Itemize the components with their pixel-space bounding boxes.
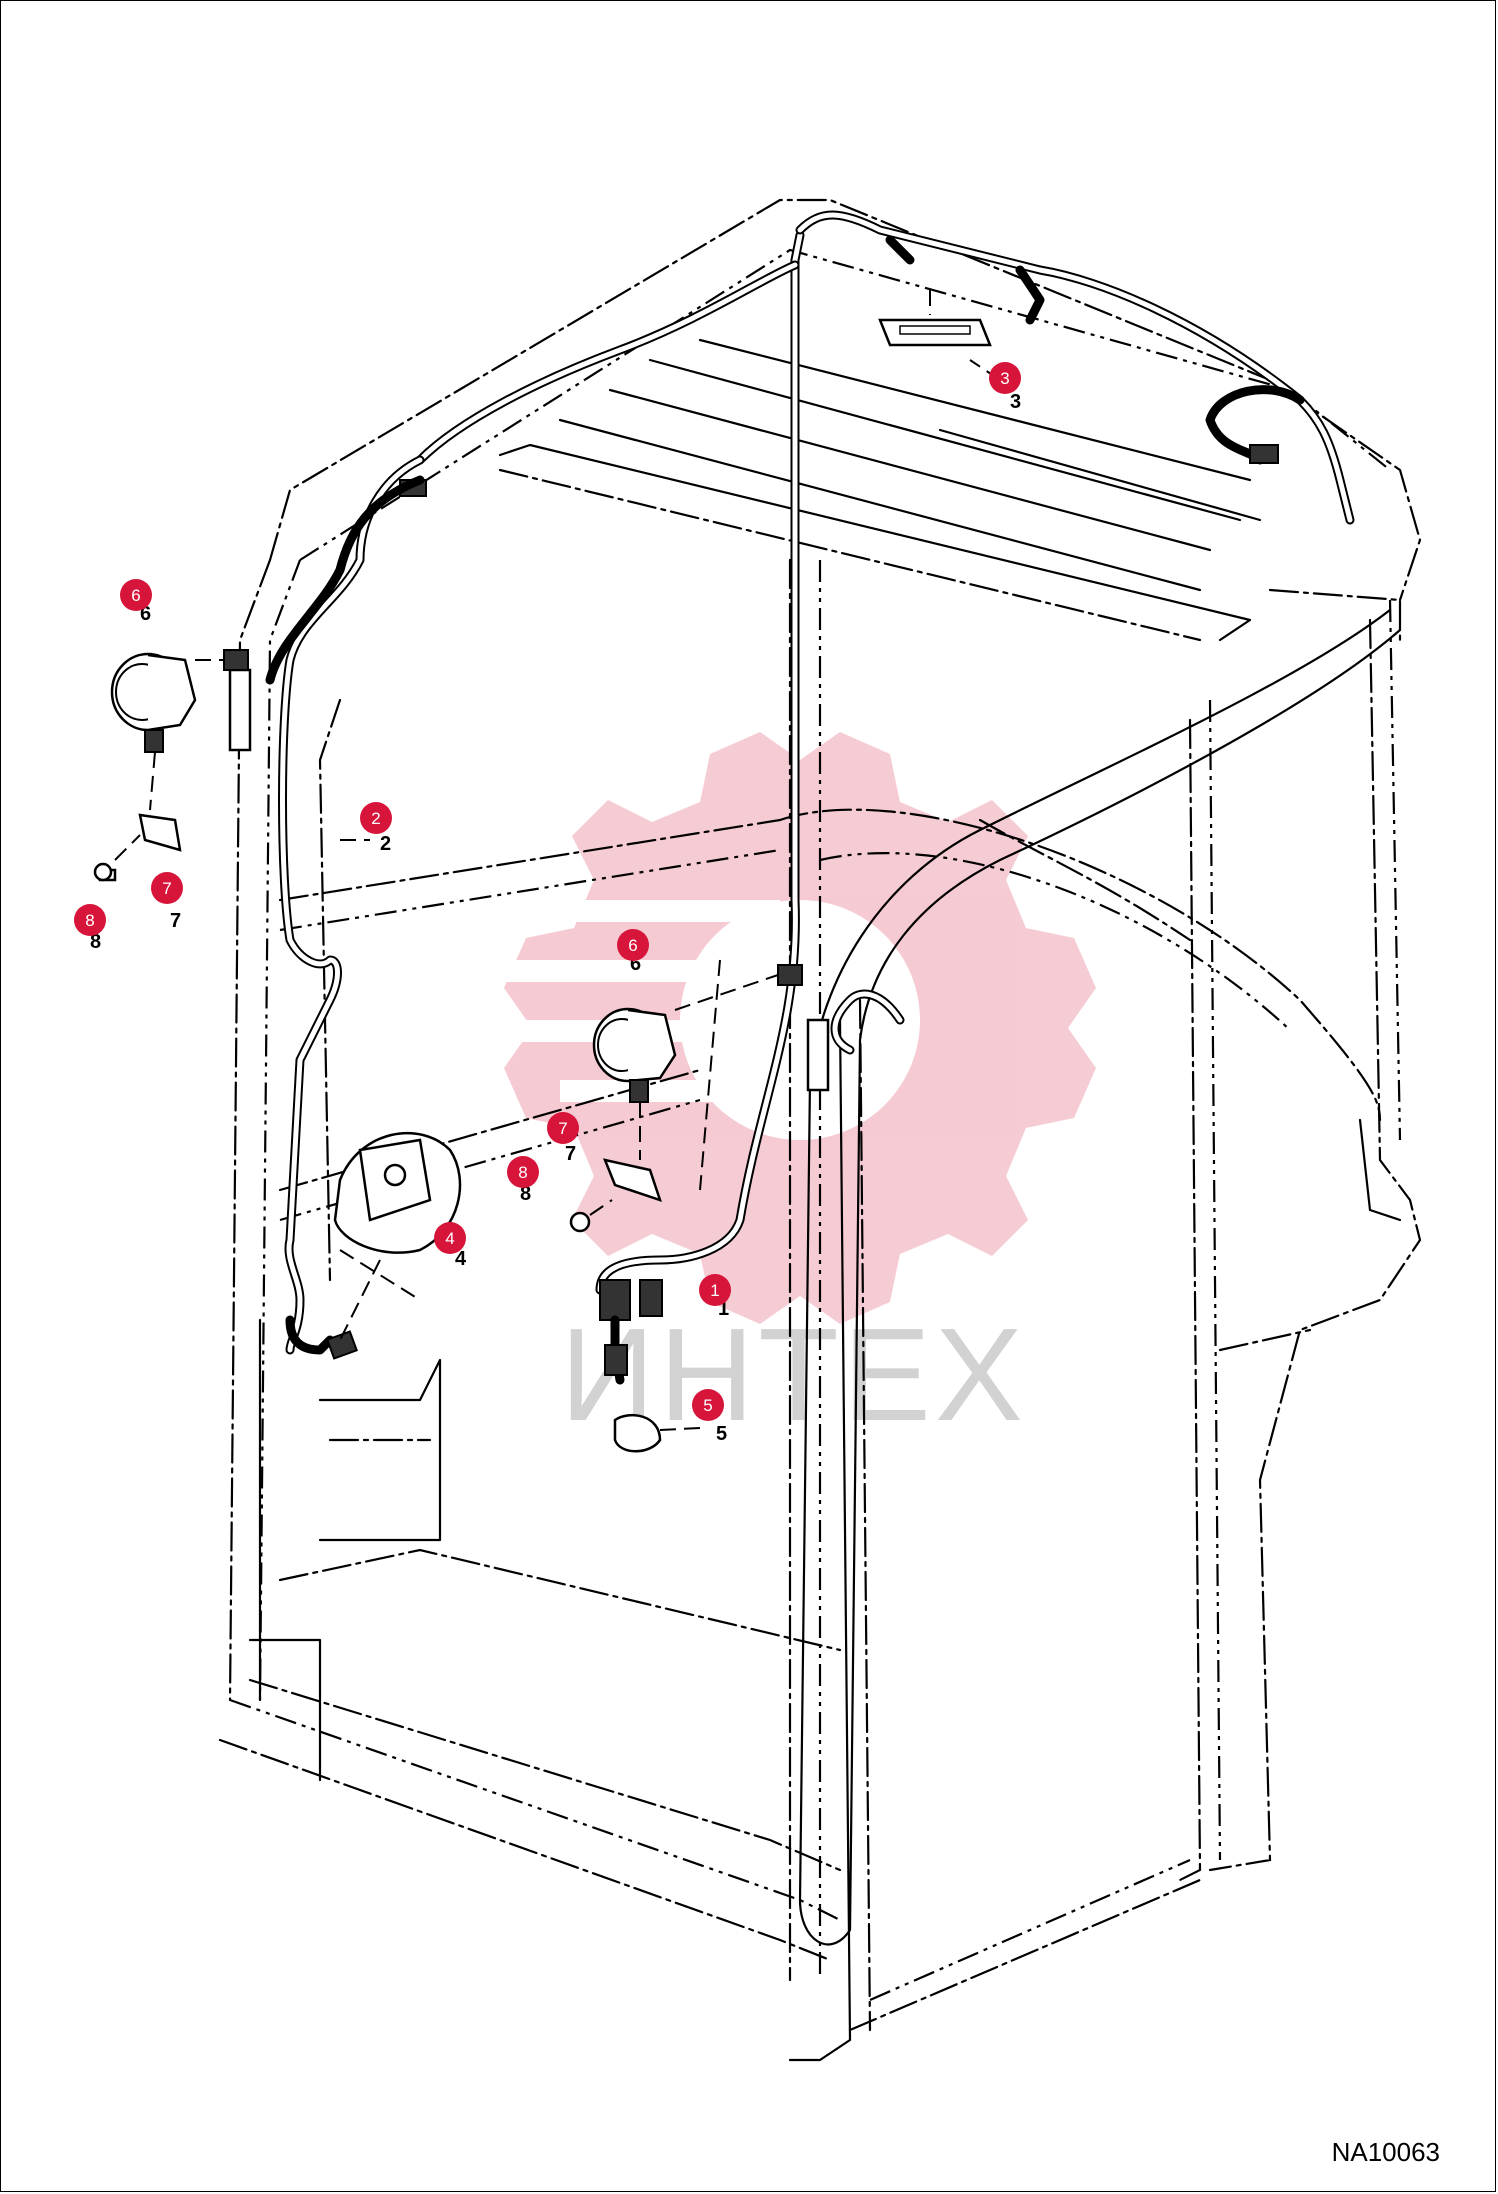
svg-text:1: 1 [718,1298,729,1320]
svg-text:8: 8 [520,1183,531,1205]
svg-text:3: 3 [1010,391,1021,413]
connector-5 [599,1279,701,1453]
small-numbers: 6 2 3 6 7 8 7 8 4 5 1 [90,391,1021,1445]
cab-roll-tube [798,608,1402,1946]
svg-text:6: 6 [131,586,140,605]
callout-7-right[interactable]: 7 [547,1112,579,1144]
front-harness [265,455,427,1360]
callout-5[interactable]: 5 [692,1389,724,1421]
svg-text:2: 2 [380,833,391,855]
svg-text:8: 8 [85,911,94,930]
svg-text:1: 1 [710,1281,719,1300]
svg-text:5: 5 [716,1423,727,1445]
callout-8-right[interactable]: 8 [507,1156,539,1188]
svg-text:4: 4 [455,1248,467,1270]
work-light-left [93,649,252,882]
svg-text:7: 7 [565,1143,576,1165]
callout-6-right[interactable]: 6 [617,929,649,961]
dome-light [878,290,992,347]
cab-rear-window [778,808,1382,1122]
callout-leaders [340,359,1001,841]
svg-text:8: 8 [518,1163,527,1182]
svg-text:8: 8 [90,931,101,953]
callout-4[interactable]: 4 [434,1222,466,1254]
svg-text:7: 7 [170,910,181,932]
callout-8-left[interactable]: 8 [74,904,106,936]
callout-1[interactable]: 1 [699,1274,731,1306]
svg-text:7: 7 [558,1119,567,1138]
svg-text:3: 3 [1000,369,1009,388]
svg-text:2: 2 [371,809,380,828]
callout-2[interactable]: 2 [360,802,392,834]
work-light-right [569,959,830,1233]
callout-3[interactable]: 3 [989,362,1021,394]
cab-door-frame [278,558,872,2062]
callout-7-left[interactable]: 7 [151,872,183,904]
cab-rear-pillar [848,599,1422,2032]
cab-roof [268,198,1422,642]
svg-text:5: 5 [703,1396,712,1415]
drawing-id: NA10063 [1331,2137,1440,2167]
power-socket [333,1131,462,1341]
svg-text:6: 6 [630,953,641,975]
main-harness [415,210,1355,1295]
svg-text:6: 6 [140,603,151,625]
svg-text:6: 6 [628,936,637,955]
svg-text:7: 7 [162,879,171,898]
svg-text:4: 4 [445,1229,454,1248]
callout-6-left[interactable]: 6 [120,579,152,611]
